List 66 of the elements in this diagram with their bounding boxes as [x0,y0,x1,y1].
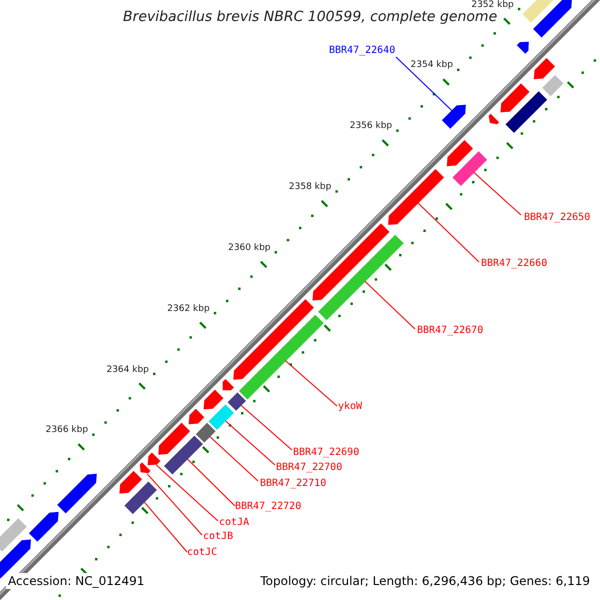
leader-line [285,360,338,406]
gene-block [506,91,548,133]
leader-line [156,464,218,522]
gene-block [0,518,27,552]
gene-label: BBR47_22710 [260,479,326,489]
scale-label: 2360 kbp [228,244,270,253]
gene-label: cotJB [203,532,234,542]
gene-block [158,422,190,455]
gene-block [388,169,444,225]
leader-line [144,502,188,552]
scale-label: 2366 kbp [46,426,88,436]
gene-block [124,482,157,514]
genome-stats: Topology: circular; Length: 6,296,436 bp; Genes: 6,119 [260,575,590,587]
gene-block [28,512,59,542]
gene-block [522,0,554,23]
leader-line [417,202,480,262]
gene-block [534,58,555,80]
gene-label: ykoW [338,402,362,412]
gene-block [446,140,473,166]
gene-block [119,470,142,494]
gene-label: BBR47_22690 [293,448,360,458]
gene-block [233,299,314,380]
scale-label: 2356 kbp [350,122,392,132]
leader-line [240,405,292,450]
gene-block [57,474,97,514]
gene-block [238,314,324,400]
leader-line [186,458,236,506]
gene-block [442,104,466,129]
gene-block [516,42,529,54]
gene-label: BBR47_22660 [481,259,548,269]
gene-block [488,114,500,124]
title: Brevibacillus brevis NBRC 100599, complete genome [122,10,498,24]
leader-line [225,420,276,466]
gene-block [312,223,390,300]
leader-line [364,280,416,330]
scale-label: 2358 kbp [288,183,332,192]
leader-line [209,436,258,482]
gene-label: BBR47_22720 [235,502,302,512]
gene-label: BBR47_22650 [524,213,590,223]
scale-label: 2364 kbp [106,366,149,375]
gene-block [318,234,404,320]
gene-block [533,0,572,38]
gene-block [452,151,488,186]
gene-label: BBR47_22700 [276,463,342,473]
gene-block [222,379,234,390]
scale-label: 2362 kbp [167,304,210,314]
gene-label: cotJA [219,518,250,528]
gene-block [208,404,234,430]
gene-label: BBR47_22670 [417,326,484,336]
gene-block [164,436,203,474]
accession-note: Accession: NC_012491 [6,573,146,589]
gene-block [542,75,564,96]
gene-block [196,422,216,443]
gene-block [148,452,160,466]
leader-line [396,56,452,112]
scale-label: 2354 kbp [410,61,453,70]
gene-block [140,462,150,474]
gene-block [228,392,246,411]
gene-label: BBR47_22640 [329,46,396,56]
gene-label: cotJC [187,548,218,558]
gene-block [500,83,530,112]
scale-label: 2352 kbp [471,0,514,10]
leader-line [473,172,522,216]
gene-block [204,390,224,410]
leader-line [146,473,202,536]
gene-block [188,408,204,424]
